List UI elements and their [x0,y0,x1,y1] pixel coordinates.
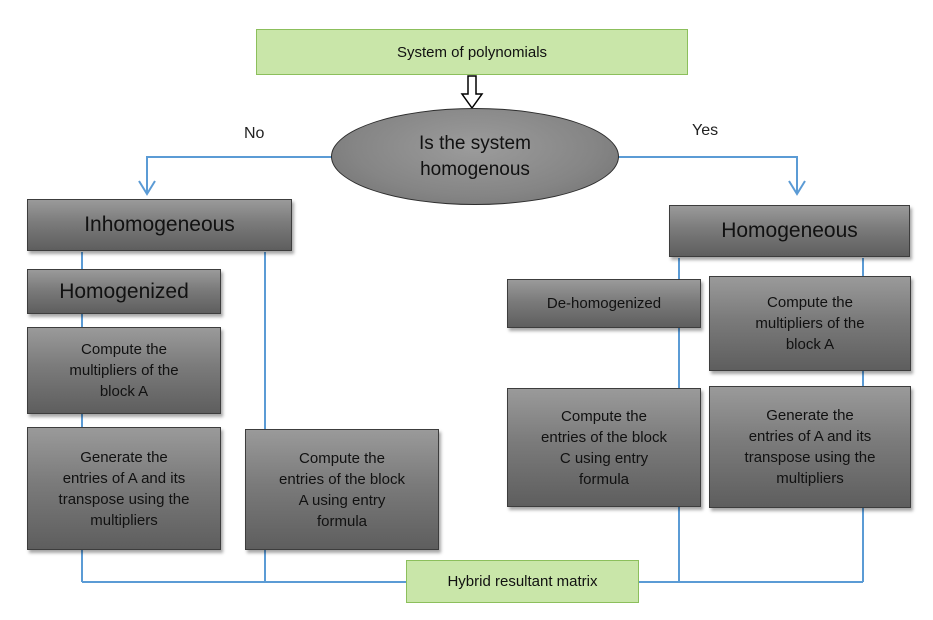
right-formula-line-4: formula [578,470,630,488]
left-formula-line-2: entries of the block [279,470,405,488]
left-generate-line-4: multipliers [90,511,158,529]
left-generate-line-2: entries of A and its [62,469,186,487]
right-multipliers-box: Compute the multipliers of the block A [709,276,911,371]
no-branch-line [146,156,333,193]
homogenized-text: Homogenized [59,279,189,303]
decision-line-1: Is the system [419,132,531,154]
right-formula-box: Compute the entries of the block C using… [507,388,701,507]
left-formula-box: Compute the entries of the block A using… [245,429,439,550]
yes-branch-arrowhead [788,180,806,196]
homogeneous-text: Homogeneous [721,219,858,242]
inhomogeneous-text: Inhomogeneous [84,213,235,236]
right-generate-line-4: multipliers [776,470,844,487]
left-multipliers-line-3: block A [99,383,149,400]
dehomogenized-box: De-homogenized [507,279,701,328]
yes-branch-line [618,156,798,193]
start-box: System of polynomials [256,29,688,75]
left-formula-line-1: Compute the [299,449,385,467]
right-multipliers-line-3: block A [785,336,835,353]
right-generate-line-2: entries of A and its [748,428,872,445]
dehomogenized-text: De-homogenized [546,295,662,312]
homogeneous-box: Homogeneous [669,205,910,257]
left-multipliers-box: Compute the multipliers of the block A [27,327,221,414]
left-formula-line-4: formula [316,512,368,530]
left-generate-line-3: transpose using the [58,490,190,508]
right-formula-line-1: Compute the [561,407,647,425]
end-text: Hybrid resultant matrix [447,573,598,590]
homogenized-box: Homogenized [27,269,221,314]
yes-label: Yes [692,122,719,139]
right-generate-box: Generate the entries of A and its transp… [709,386,911,508]
right-formula-line-2: entries of the block [541,428,667,446]
left-generate-box: Generate the entries of A and its transp… [27,427,221,550]
left-multipliers-line-2: multipliers of the [69,362,179,379]
decision-line-2: homogenous [420,158,530,180]
no-branch-arrowhead [138,180,156,196]
left-multipliers-line-1: Compute the [81,341,167,358]
right-generate-line-1: Generate the [766,407,854,424]
right-multipliers-line-1: Compute the [767,294,853,311]
down-arrow-icon [460,75,484,110]
start-text: System of polynomials [396,43,548,61]
right-generate-line-3: transpose using the [744,449,876,466]
decision-ellipse: Is the system homogenous [331,108,619,205]
inhomogeneous-box: Inhomogeneous [27,199,292,251]
left-formula-line-3: A using entry [298,491,386,509]
right-formula-line-3: C using entry [559,449,649,467]
no-label: No [244,125,265,142]
left-generate-line-1: Generate the [80,448,168,466]
right-multipliers-line-2: multipliers of the [755,315,865,332]
end-box: Hybrid resultant matrix [406,560,639,603]
